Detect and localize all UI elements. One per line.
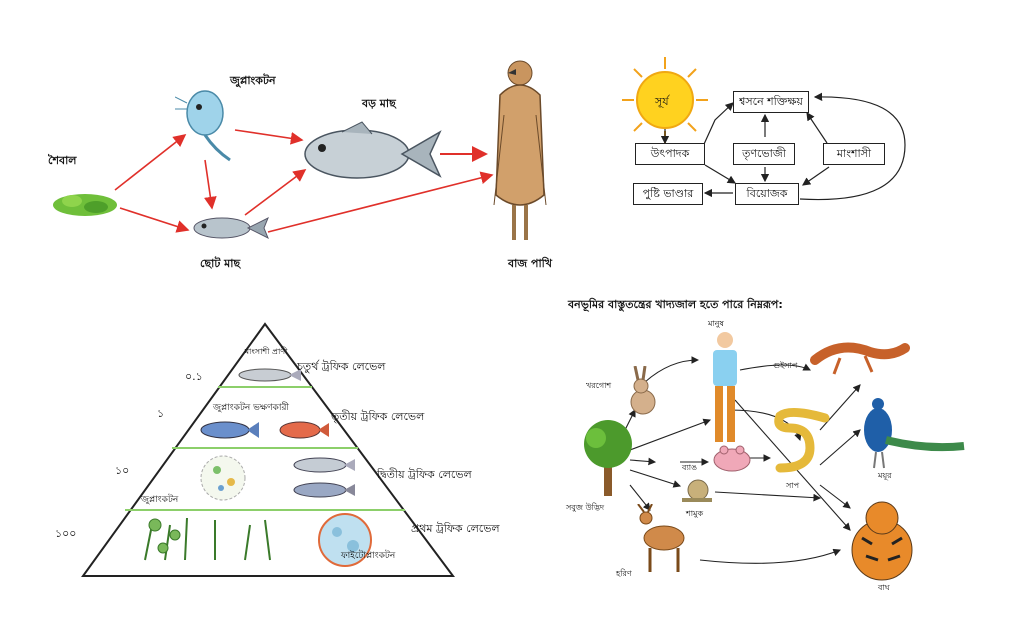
- big-fish-icon: [304, 121, 442, 179]
- forest-web-title: বনভূমির বাস্তুতন্ত্রের খাদ্যজাল হতে পারে…: [568, 298, 783, 311]
- producer-box: উৎপাদক: [635, 143, 705, 165]
- rabbit-icon: [630, 366, 656, 415]
- aquatic-plants-icon: [144, 517, 271, 561]
- level1-label: প্রথম ট্রফিক লেভেল: [411, 522, 500, 535]
- forest-food-web-panel: বনভূমির বাস্তুতন্ত্রের খাদ্যজাল হতে পারে…: [560, 290, 980, 600]
- human-label: মানুষ: [708, 319, 724, 328]
- frog-icon: [713, 445, 751, 472]
- trophic-pyramid-panel: মাংসাশী প্রাণী জুপ্লাংকটন ভক্ষণকারী জুপ্…: [55, 320, 525, 585]
- aquatic-food-chain-panel: শৈবাল জুপ্লাংকটন ছোট মাছ বড় মাছ বাজ পাখ…: [40, 50, 580, 290]
- phytoplankton-circle-icon: [318, 513, 372, 567]
- human-icon: [713, 332, 737, 442]
- small-fish-icon: [193, 216, 269, 240]
- zooplankton-circle-icon: [200, 455, 246, 501]
- zooplankton-organism-label: জুপ্লাংকটন: [141, 495, 179, 505]
- decomposer-box: বিয়োজক: [735, 183, 799, 205]
- tiger-label: বাঘ: [878, 583, 890, 592]
- small-fish-label: ছোট মাছ: [200, 257, 241, 270]
- level3-label: তৃতীয় ট্রফিক লেভেল: [331, 410, 425, 423]
- level1-value: ১০০: [55, 527, 77, 540]
- respiration-box: শ্বসনে শক্তিক্ষয়: [733, 91, 809, 113]
- snail-label: শামুক: [686, 509, 704, 518]
- snake-icon: [774, 408, 830, 473]
- hawk-icon: [493, 60, 547, 240]
- level2-value: ১০: [115, 464, 130, 477]
- level4-value: ০.১: [185, 370, 203, 383]
- algae-icon: [53, 194, 117, 216]
- zooplankton-eater-fish-icons: [200, 421, 329, 439]
- lizard-icon: [810, 342, 910, 375]
- sun-label: সূর্য: [655, 95, 669, 108]
- hawk-label: বাজ পাখি: [508, 257, 553, 270]
- rabbit-label: খরগোশ: [586, 381, 612, 390]
- sun-icon: [622, 57, 708, 143]
- pyramid-shape: [81, 322, 455, 577]
- energy-flow-panel: সূর্য শ্বসনে শক্তিক্ষয় উৎপাদক তৃণভোজী ম…: [615, 55, 915, 215]
- snake-label: সাপ: [786, 481, 800, 490]
- green-plant-label: সবুজ উদ্ভিদ: [566, 503, 605, 512]
- carnivore-box: মাংশাসী: [823, 143, 885, 165]
- algae-label: শৈবাল: [48, 154, 77, 167]
- zoo-eater-organism-label: জুপ্লাংকটন ভক্ষণকারী: [213, 403, 289, 413]
- tree-icon: [584, 420, 632, 496]
- deer-label: হরিণ: [616, 569, 632, 578]
- big-fish-label: বড় মাছ: [362, 97, 396, 110]
- carnivore-organism-label: মাংসাশী প্রাণী: [244, 347, 288, 356]
- aquatic-chain-arrows: [114, 129, 494, 233]
- herbivore-box: তৃণভোজী: [733, 143, 795, 165]
- level2-label: দ্বিতীয় ট্রফিক লেভেল: [377, 468, 472, 481]
- frog-label: ব্যাঙ: [682, 463, 697, 472]
- phytoplankton-organism-label: ফাইটোপ্লাংকটন: [341, 551, 396, 561]
- carnivore-fish-icon: [238, 368, 301, 382]
- tiger-icon: [851, 501, 913, 581]
- peacock-icon: [864, 398, 965, 469]
- nutrient-pool-box: পুষ্টি ভাণ্ডার: [633, 183, 703, 205]
- lizard-label: গুইসাপ: [773, 361, 798, 370]
- zooplankton-label: জুপ্লাংকটন: [230, 74, 276, 87]
- deer-icon: [637, 504, 685, 572]
- zooplankton-icon: [175, 90, 231, 162]
- peacock-label: ময়ূর: [878, 471, 892, 480]
- snail-icon: [682, 479, 712, 502]
- level4-label: চতুর্থ ট্রফিক লেভেল: [297, 360, 386, 373]
- level3-value: ১: [157, 407, 165, 420]
- tier2-fish-icons: [293, 457, 355, 498]
- energy-flow-arrows: [660, 92, 906, 201]
